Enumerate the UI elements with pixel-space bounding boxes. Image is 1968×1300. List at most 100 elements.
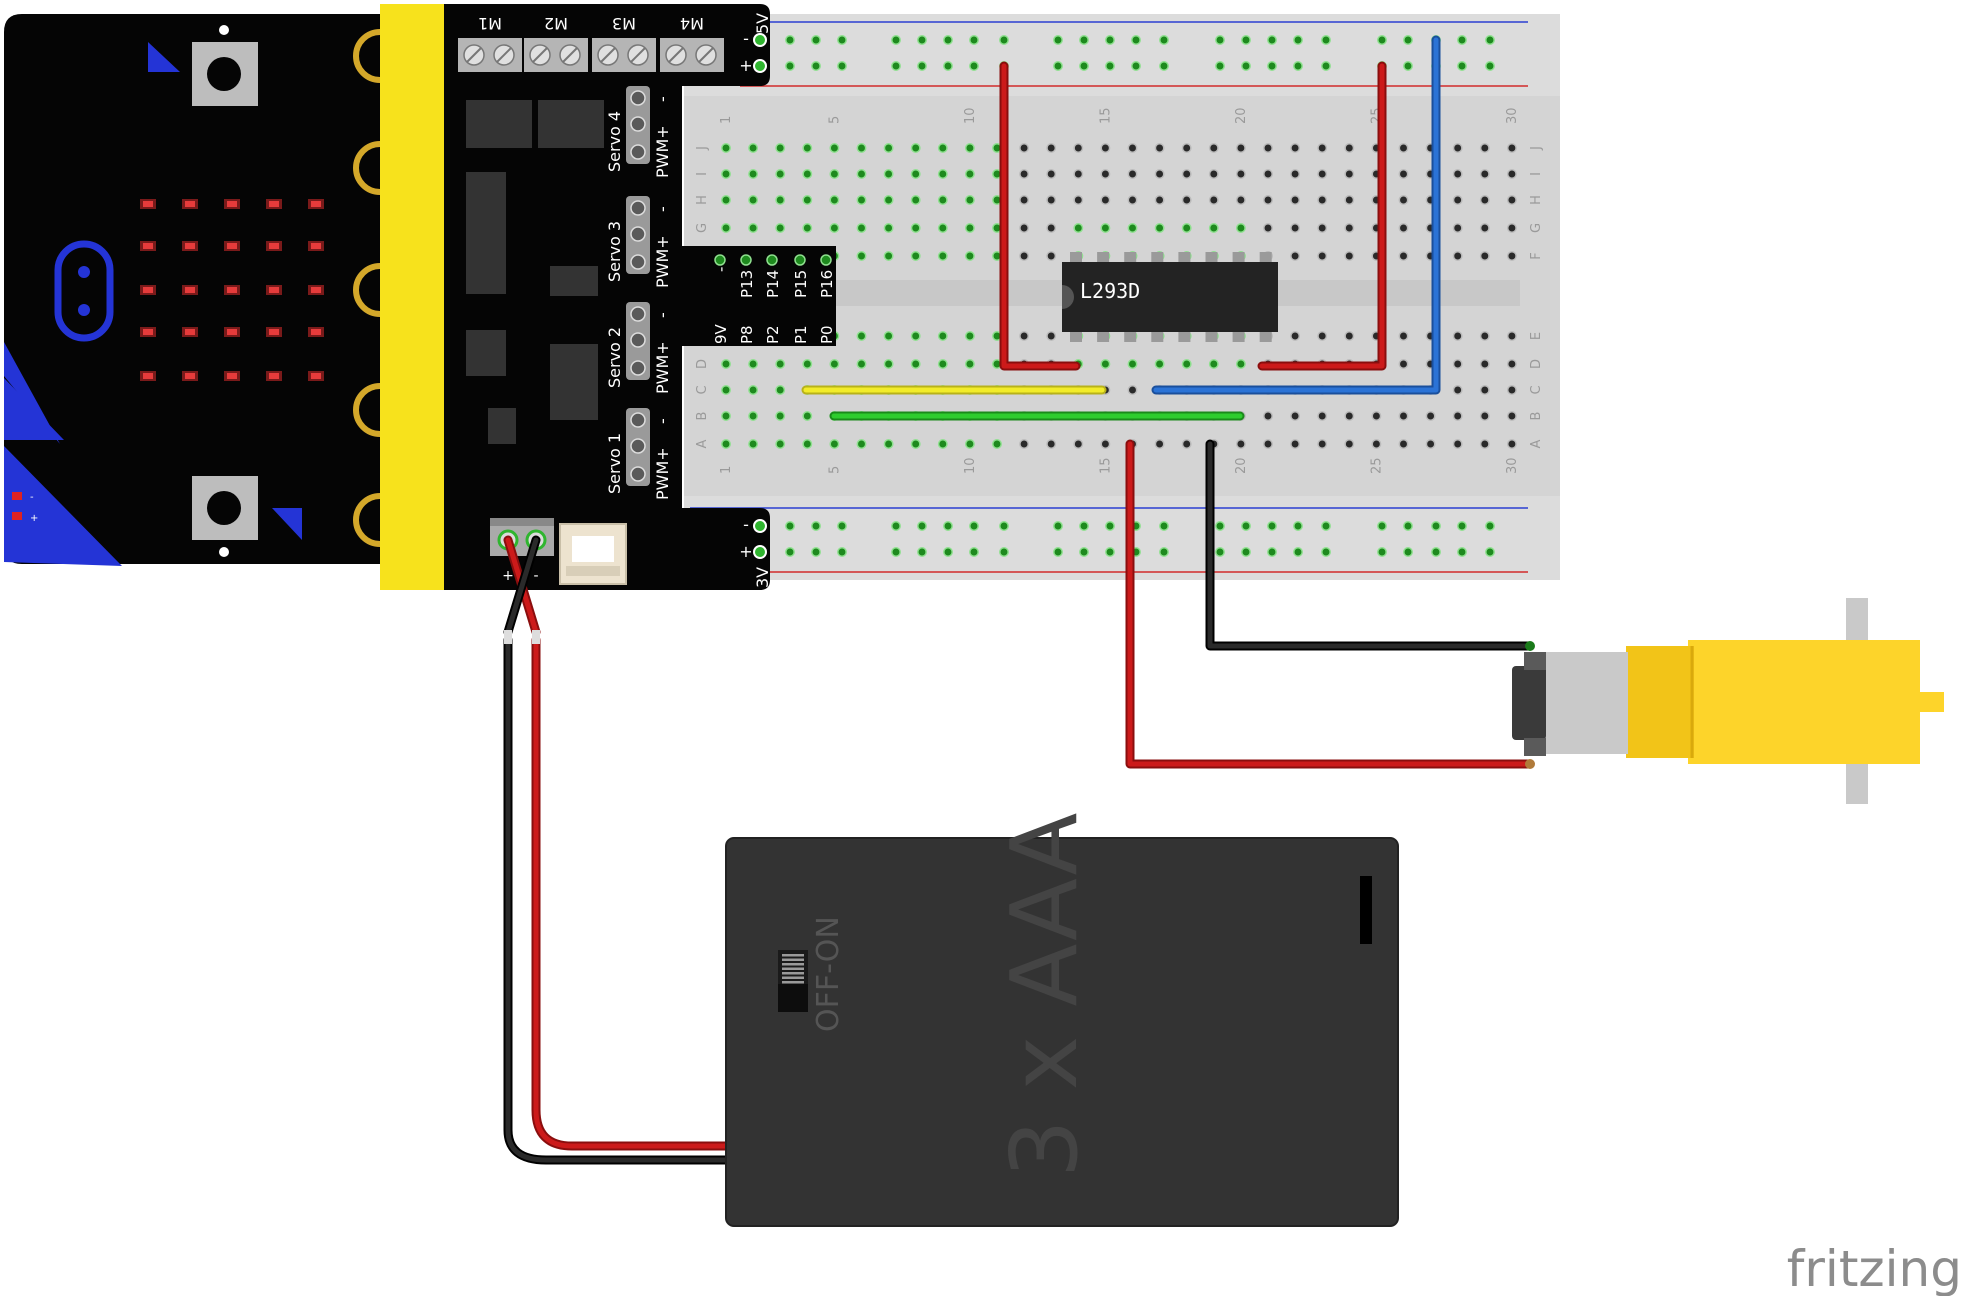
breadboard-hole[interactable] <box>1181 223 1192 233</box>
rail-hole[interactable] <box>1105 547 1115 557</box>
breadboard-hole[interactable] <box>1398 143 1409 153</box>
breadboard-hole[interactable] <box>1452 251 1463 261</box>
breadboard-hole[interactable] <box>883 331 894 341</box>
button-b-cap[interactable] <box>207 491 241 525</box>
servo-pin[interactable] <box>630 226 646 242</box>
rail-hole[interactable] <box>1485 35 1495 45</box>
breadboard-hole[interactable] <box>910 195 921 205</box>
rail-hole[interactable] <box>1321 61 1331 71</box>
rail-hole[interactable] <box>969 61 979 71</box>
rail-hole[interactable] <box>1159 547 1169 557</box>
terminal-lead-black[interactable] <box>505 537 539 635</box>
breadboard-hole[interactable] <box>1127 359 1138 369</box>
breadboard-hole[interactable] <box>1154 169 1165 179</box>
breadboard-hole[interactable] <box>910 143 921 153</box>
breadboard-hole[interactable] <box>748 223 759 233</box>
breadboard-hole[interactable] <box>1317 331 1328 341</box>
breadboard-hole[interactable] <box>1019 439 1030 449</box>
rail-hole[interactable] <box>1241 547 1251 557</box>
breadboard-hole[interactable] <box>775 385 786 395</box>
breadboard-hole[interactable] <box>883 169 894 179</box>
breadboard-hole[interactable] <box>1235 143 1246 153</box>
breadboard-hole[interactable] <box>937 331 948 341</box>
breadboard-hole[interactable] <box>1073 143 1084 153</box>
battery-lead-red[interactable] <box>533 637 729 1149</box>
breadboard-hole[interactable] <box>721 439 731 449</box>
rail-hole[interactable] <box>1267 35 1277 45</box>
breadboard-hole[interactable] <box>883 251 894 261</box>
rail-hole[interactable] <box>943 547 953 557</box>
breadboard-hole[interactable] <box>856 331 867 341</box>
breadboard-hole[interactable] <box>748 169 759 179</box>
breadboard-hole[interactable] <box>1046 195 1057 205</box>
breadboard-hole[interactable] <box>883 439 894 449</box>
rail-hole[interactable] <box>1431 521 1441 531</box>
rail-hole[interactable] <box>1457 521 1467 531</box>
breadboard-hole[interactable] <box>829 169 840 179</box>
breadboard-hole[interactable] <box>1127 195 1138 205</box>
breadboard-hole[interactable] <box>1208 359 1219 369</box>
breadboard-hole[interactable] <box>829 223 840 233</box>
breadboard-hole[interactable] <box>964 331 975 341</box>
breadboard-hole[interactable] <box>1452 223 1463 233</box>
breadboard-hole[interactable] <box>748 143 759 153</box>
rail-hole[interactable] <box>1457 547 1467 557</box>
breadboard-hole[interactable] <box>1479 385 1490 395</box>
breadboard-hole[interactable] <box>721 169 731 179</box>
rail-hole[interactable] <box>1431 547 1441 557</box>
breadboard-hole[interactable] <box>721 223 731 233</box>
breadboard-hole[interactable] <box>1046 439 1057 449</box>
servo-pin[interactable] <box>630 332 646 348</box>
rail-hole[interactable] <box>943 61 953 71</box>
breadboard-hole[interactable] <box>1263 169 1273 179</box>
rail-hole[interactable] <box>837 35 847 45</box>
breadboard-hole[interactable] <box>1479 439 1490 449</box>
breadboard-hole[interactable] <box>937 439 948 449</box>
rail-hole[interactable] <box>917 35 927 45</box>
breadboard-hole[interactable] <box>829 359 840 369</box>
breadboard-hole[interactable] <box>856 251 867 261</box>
breadboard-hole[interactable] <box>748 439 759 449</box>
breadboard-hole[interactable] <box>910 251 921 261</box>
rail-hole[interactable] <box>1293 61 1303 71</box>
breadboard-hole[interactable] <box>1100 195 1111 205</box>
breadboard-hole[interactable] <box>1425 411 1436 421</box>
breadboard-hole[interactable] <box>1344 411 1355 421</box>
breadboard-hole[interactable] <box>1425 439 1436 449</box>
breadboard-hole[interactable] <box>1263 143 1273 153</box>
servo-pin[interactable] <box>630 144 646 160</box>
breadboard-hole[interactable] <box>1208 143 1219 153</box>
rail-hole[interactable] <box>1215 547 1225 557</box>
breadboard-hole[interactable] <box>1452 143 1463 153</box>
rail-hole[interactable] <box>1267 61 1277 71</box>
breadboard-hole[interactable] <box>721 385 731 395</box>
breadboard-hole[interactable] <box>1506 439 1517 449</box>
breadboard-hole[interactable] <box>1127 223 1138 233</box>
breadboard-hole[interactable] <box>964 223 975 233</box>
breadboard-hole[interactable] <box>1263 223 1273 233</box>
rail-hole[interactable] <box>969 521 979 531</box>
rail-hole[interactable] <box>1485 521 1495 531</box>
rail-hole[interactable] <box>891 547 901 557</box>
rail-hole[interactable] <box>811 35 821 45</box>
rail-hole[interactable] <box>1105 35 1115 45</box>
breadboard-hole[interactable] <box>883 359 894 369</box>
breadboard-hole[interactable] <box>1290 223 1301 233</box>
rail-hole[interactable] <box>1079 61 1089 71</box>
servo-pin[interactable] <box>630 200 646 216</box>
servo-pin[interactable] <box>630 412 646 428</box>
button-a-cap[interactable] <box>207 57 241 91</box>
breadboard-hole[interactable] <box>1046 223 1057 233</box>
rail-hole[interactable] <box>969 547 979 557</box>
rail-hole[interactable] <box>1079 521 1089 531</box>
breadboard-hole[interactable] <box>964 143 975 153</box>
rail-hole[interactable] <box>1403 547 1413 557</box>
breadboard-hole[interactable] <box>1181 169 1192 179</box>
breadboard-hole[interactable] <box>1317 169 1328 179</box>
rail-hole[interactable] <box>1241 61 1251 71</box>
rail-hole[interactable] <box>1215 61 1225 71</box>
breadboard-hole[interactable] <box>1506 143 1517 153</box>
rail-hole[interactable] <box>1485 547 1495 557</box>
breadboard-hole[interactable] <box>1235 195 1246 205</box>
rail-hole[interactable] <box>1377 521 1387 531</box>
